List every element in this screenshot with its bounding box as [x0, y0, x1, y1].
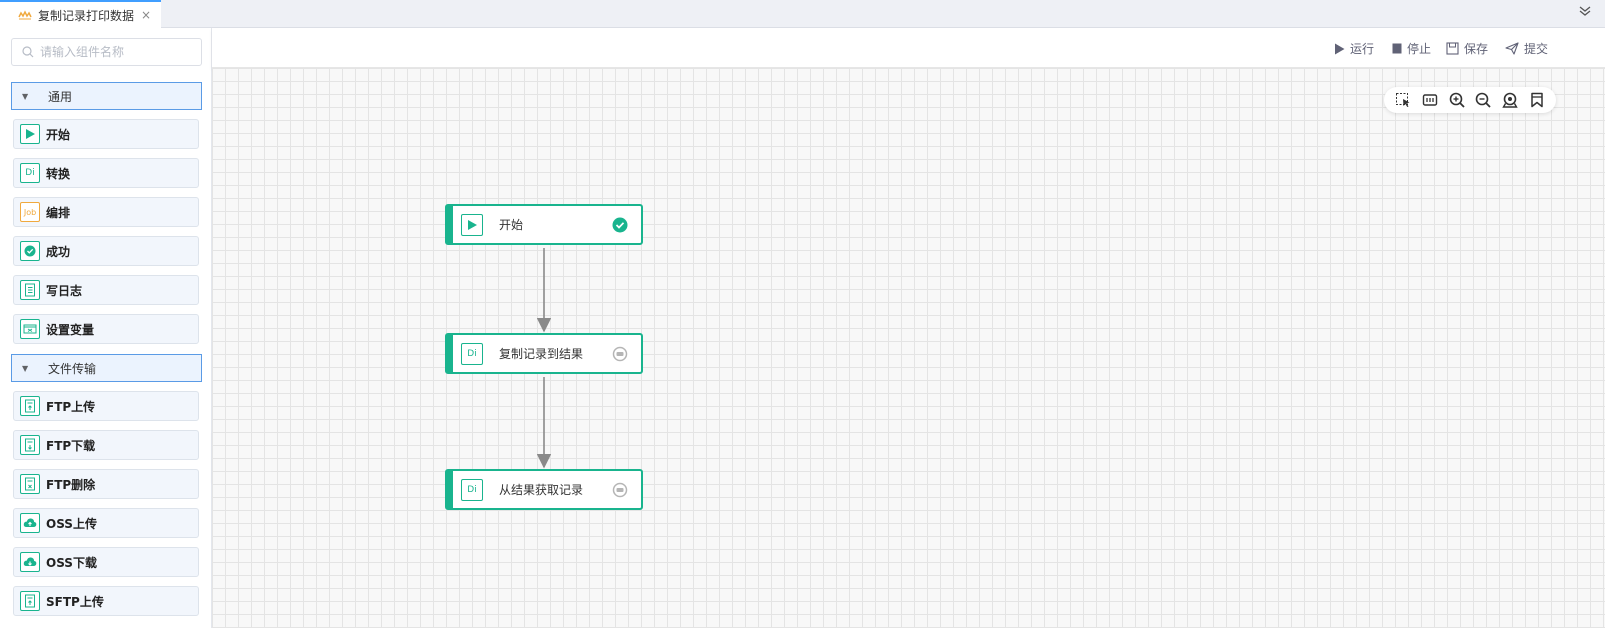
component-label: SFTP上传 [46, 594, 104, 609]
bookmark-icon[interactable] [1529, 92, 1545, 108]
success-status-icon [612, 217, 628, 233]
component-set-variable[interactable]: 设置变量 [13, 314, 199, 344]
sftp-upload-icon [20, 591, 40, 611]
node-label: 从结果获取记录 [499, 483, 584, 497]
stop-button[interactable]: 停止 [1392, 40, 1431, 57]
caret-down-icon: ▼ [22, 363, 29, 373]
component-label: FTP删除 [46, 477, 96, 492]
submit-label: 提交 [1524, 42, 1549, 56]
save-label: 保存 [1464, 42, 1489, 56]
component-label: 转换 [46, 166, 71, 181]
job-icon-text: Job [23, 207, 37, 217]
save-icon [1446, 42, 1459, 55]
box-select-icon[interactable] [1395, 92, 1411, 108]
component-transform[interactable]: Di 转换 [13, 158, 199, 188]
tab-bar: 复制记录打印数据 × [0, 0, 1605, 28]
component-job[interactable]: Job 编排 [13, 197, 199, 227]
component-write-log[interactable]: 写日志 [13, 275, 199, 305]
zoom-in-icon[interactable] [1449, 92, 1465, 108]
check-circle-icon [20, 241, 40, 261]
tab-label: 复制记录打印数据 [38, 8, 135, 23]
pending-status-icon [612, 346, 628, 362]
node-label: 复制记录到结果 [499, 347, 584, 361]
component-success[interactable]: 成功 [13, 236, 199, 266]
di-icon: Di [20, 163, 40, 183]
flow-canvas[interactable] [212, 68, 1605, 628]
cloud-download-icon [20, 552, 40, 572]
component-start[interactable]: 开始 [13, 119, 199, 149]
actual-size-icon[interactable] [1502, 92, 1518, 108]
ftp-download-icon [20, 435, 40, 455]
component-label: 成功 [46, 244, 71, 259]
component-label: 编排 [46, 205, 71, 220]
component-oss-upload[interactable]: OSS上传 [13, 508, 199, 538]
stop-icon [1392, 43, 1402, 54]
component-sftp-upload[interactable]: SFTP上传 [13, 586, 199, 616]
component-ftp-delete[interactable]: FTP删除 [13, 469, 199, 499]
di-icon-text: Di [25, 168, 35, 178]
group-label: 通用 [48, 89, 73, 104]
flow-node-copy-records[interactable]: Di 复制记录到结果 [445, 333, 643, 374]
di-icon-text: Di [467, 348, 477, 359]
flow-toolbar: 运行 停止 保存 提交 [212, 28, 1605, 68]
submit-button[interactable]: 提交 [1505, 40, 1548, 57]
run-button[interactable]: 运行 [1334, 40, 1374, 57]
job-icon: Job [20, 202, 40, 222]
ftp-upload-icon [20, 396, 40, 416]
chevron-double-down-icon[interactable] [1579, 5, 1591, 20]
zoom-out-icon[interactable] [1475, 92, 1491, 108]
caret-down-icon: ▼ [22, 91, 29, 101]
di-icon-text: Di [467, 484, 477, 495]
component-label: OSS上传 [46, 516, 97, 531]
component-label: 写日志 [46, 283, 83, 298]
stop-label: 停止 [1407, 42, 1432, 56]
flow-node-start[interactable]: 开始 [445, 204, 643, 245]
component-sidebar: ▼ 通用 开始 Di 转换 Job 编排 成功 写日志 设置变量 ▼ 文件传输 [0, 28, 212, 628]
search-input[interactable] [40, 45, 190, 59]
cloud-upload-icon [20, 513, 40, 533]
fit-view-icon[interactable] [1422, 92, 1438, 108]
component-label: OSS下载 [46, 555, 97, 570]
variable-icon [20, 319, 40, 339]
run-label: 运行 [1350, 42, 1375, 56]
save-button[interactable]: 保存 [1446, 40, 1488, 57]
tab-flow[interactable]: 复制记录打印数据 × [0, 0, 161, 28]
component-label: 设置变量 [46, 322, 95, 337]
component-label: 开始 [46, 127, 71, 142]
component-label: FTP下载 [46, 438, 96, 453]
ftp-delete-icon [20, 474, 40, 494]
play-icon [461, 213, 483, 236]
group-label: 文件传输 [48, 361, 97, 376]
send-icon [1505, 42, 1519, 55]
search-box[interactable] [11, 38, 202, 66]
di-icon: Di [461, 478, 483, 501]
log-icon [20, 280, 40, 300]
job-icon [18, 10, 32, 20]
component-label: FTP上传 [46, 399, 96, 414]
close-icon[interactable]: × [141, 8, 152, 22]
group-general[interactable]: ▼ 通用 [11, 82, 202, 110]
component-ftp-upload[interactable]: FTP上传 [13, 391, 199, 421]
di-icon: Di [461, 342, 483, 365]
component-ftp-download[interactable]: FTP下载 [13, 430, 199, 460]
play-icon [1335, 43, 1345, 54]
component-oss-download[interactable]: OSS下载 [13, 547, 199, 577]
node-label: 开始 [499, 218, 524, 232]
canvas-tools [1384, 87, 1556, 113]
pending-status-icon [612, 482, 628, 498]
flow-node-get-records[interactable]: Di 从结果获取记录 [445, 469, 643, 510]
play-icon [20, 124, 40, 144]
search-icon [22, 46, 34, 58]
group-file-transfer[interactable]: ▼ 文件传输 [11, 354, 202, 382]
